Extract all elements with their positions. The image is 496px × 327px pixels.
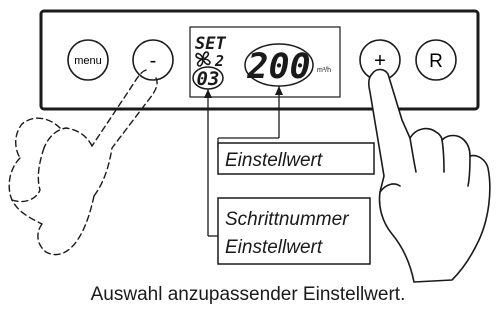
- value-callout-box: [217, 142, 375, 175]
- reset-button[interactable]: R: [415, 39, 457, 81]
- menu-button[interactable]: menu: [67, 39, 109, 81]
- value-callout-label: Einstellwert: [225, 150, 323, 171]
- dashed-hand-illustration: [8, 69, 158, 256]
- minus-button-label: -: [150, 50, 157, 72]
- lcd-step-number: 03: [197, 68, 220, 90]
- plus-button-label: +: [374, 50, 386, 72]
- fan-icon: [195, 51, 211, 67]
- lcd-unit: m³/h: [317, 67, 331, 74]
- figure-caption: Auswahl anzupassender Einstellwert.: [90, 284, 406, 305]
- step-callout-box: [217, 197, 371, 265]
- solid-hand-illustration: [367, 68, 491, 283]
- step-callout-label-line2: Einstellwert: [225, 237, 323, 258]
- step-callout-label-line1: Schrittnummer: [225, 209, 349, 230]
- menu-button-label: menu: [74, 55, 102, 67]
- lcd-setting-value: 200: [246, 47, 310, 87]
- lcd-display: [189, 26, 341, 98]
- minus-button[interactable]: -: [132, 39, 174, 81]
- lcd-mode-text: SET: [195, 34, 226, 54]
- lcd-fan-level: 2: [214, 52, 224, 70]
- reset-button-label: R: [429, 51, 443, 72]
